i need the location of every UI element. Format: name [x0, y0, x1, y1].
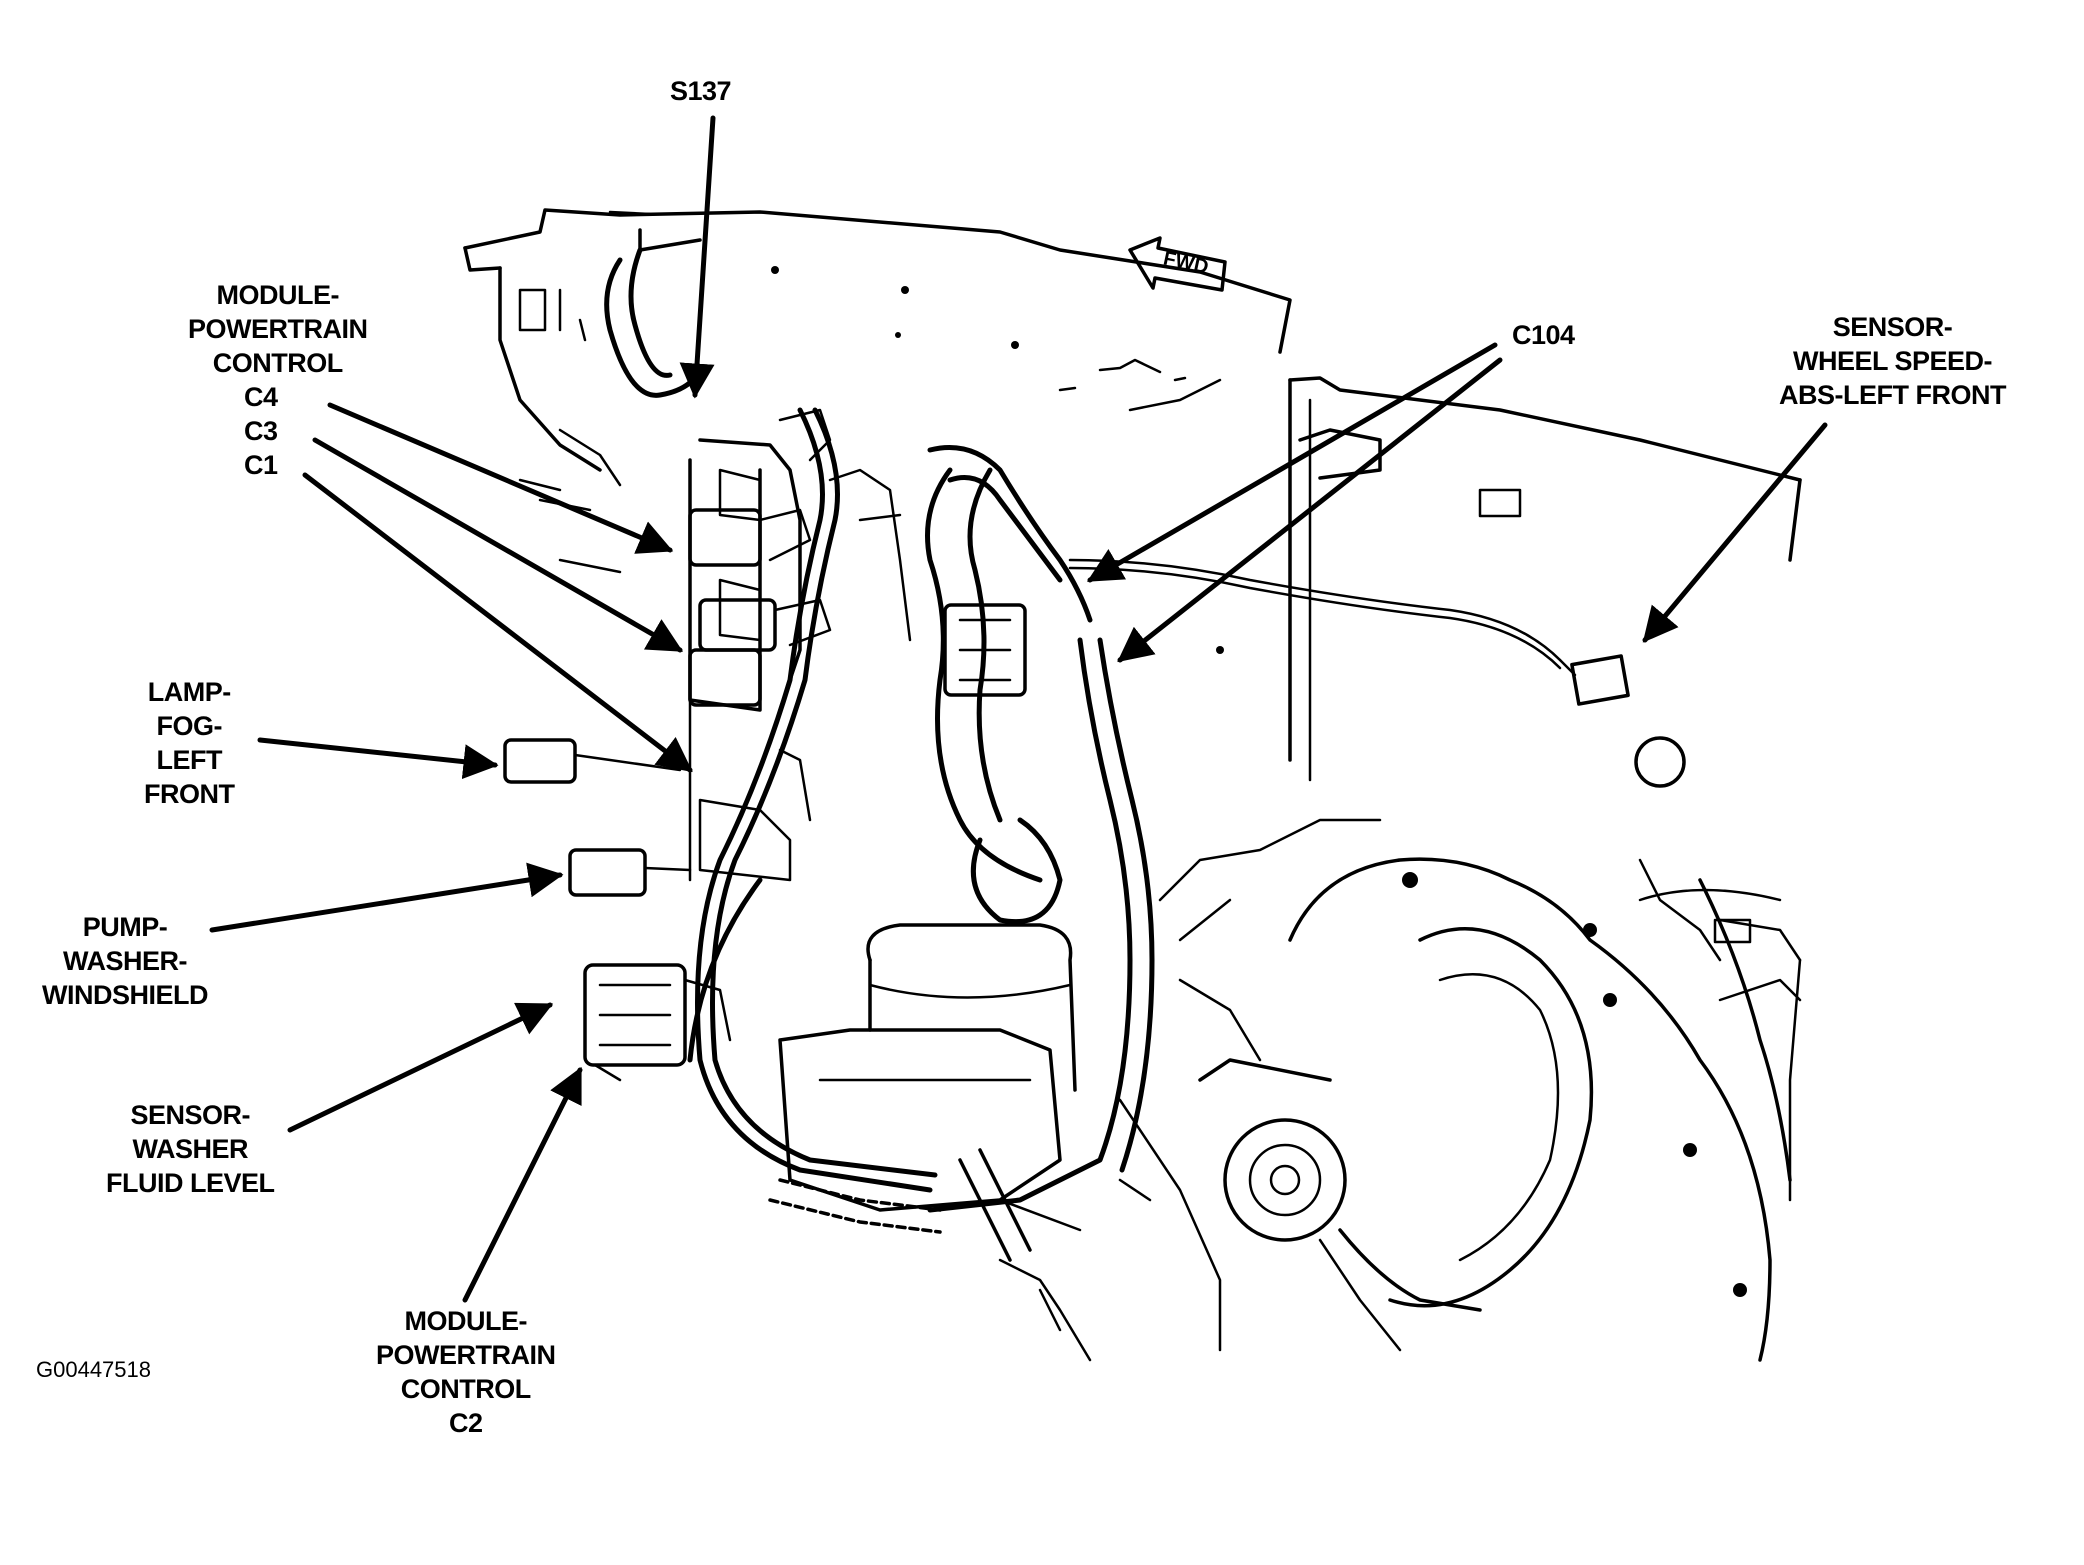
pcm-connectors	[688, 508, 832, 707]
label-pcm-c3: C3	[244, 416, 278, 446]
label-c104: C104	[1512, 320, 1575, 350]
arrow-fog-lamp	[257, 737, 499, 780]
arrow-washer-sensor	[287, 1002, 554, 1133]
label-pcm-c4: C4	[244, 382, 278, 412]
c104-connector	[943, 603, 1027, 697]
arrow-pcm-c2	[462, 1066, 583, 1303]
radiator-support-outline	[463, 208, 1802, 788]
coolant-hose	[604, 247, 1093, 623]
arrow-wheel-speed	[1642, 422, 1828, 643]
arrow-c4	[327, 402, 674, 554]
label-s137: S137	[670, 76, 732, 106]
engine-outline	[1118, 818, 1802, 1362]
washer-reservoir	[778, 923, 1077, 1212]
label-wheel-speed-sensor: SENSOR- WHEEL SPEED- ABS-LEFT FRONT	[1779, 312, 2006, 410]
wiring-harness	[687, 407, 1155, 1362]
arrow-c3	[312, 437, 684, 653]
forward-direction-arrow	[1128, 236, 1227, 292]
label-pcm-main: MODULE- POWERTRAIN CONTROL	[188, 280, 368, 378]
label-pcm-c2: MODULE- POWERTRAIN CONTROL C2	[376, 1306, 556, 1438]
wheel-speed-sensor-cable	[1068, 558, 1630, 706]
label-washer-fluid-sensor: SENSOR- WASHER FLUID LEVEL	[106, 1100, 275, 1198]
arrow-s137	[679, 115, 716, 399]
figure-code: G00447518	[36, 1357, 151, 1382]
label-washer-pump: PUMP- WASHER- WINDSHIELD	[42, 912, 209, 1010]
leader-arrows	[209, 115, 1828, 1303]
washer-pump-connector	[568, 848, 692, 897]
label-pcm-c1: C1	[244, 450, 278, 480]
arrow-c104-a	[1086, 342, 1498, 583]
arrow-washer-pump	[209, 862, 564, 933]
washer-sensor-connector	[583, 963, 732, 1082]
label-fog-lamp: LAMP- FOG- LEFT FRONT	[144, 677, 235, 809]
arrow-c104-b	[1117, 357, 1503, 663]
pcm-bracket	[688, 408, 912, 882]
fog-lamp-connector	[503, 738, 682, 784]
arrow-c1	[302, 472, 693, 773]
